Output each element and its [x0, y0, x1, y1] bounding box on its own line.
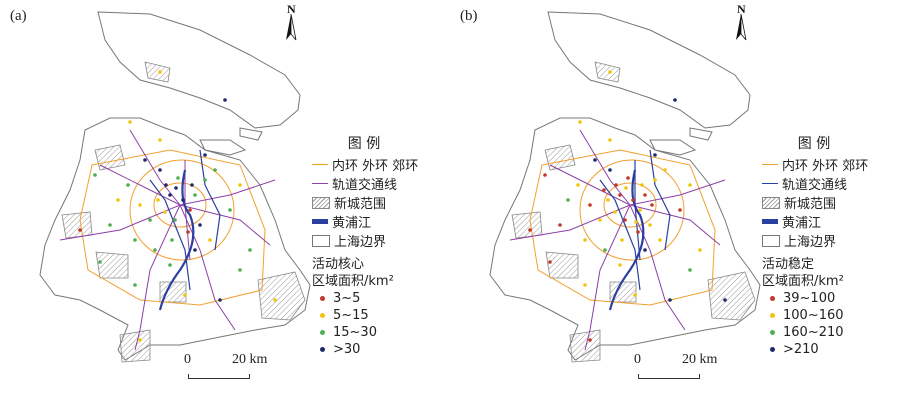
hatch-icon: [762, 196, 780, 209]
river-icon: [762, 219, 778, 224]
scale-line: [638, 374, 700, 379]
class-label: 5~15: [333, 308, 369, 323]
class-item: >210: [770, 341, 900, 358]
class-item: 5~15: [320, 307, 452, 324]
legend-label: 新城范围: [334, 197, 387, 212]
legend-label: 内环 外环 郊环: [782, 159, 869, 174]
scale-bar: 0 20 km: [634, 352, 744, 382]
dot-icon: [320, 330, 325, 335]
legend-item: 内环 外环 郊环: [312, 155, 452, 174]
legend-label: 黄浦江: [782, 216, 822, 231]
chongming-island: [97, 11, 301, 129]
legend-title: 图 例: [797, 136, 831, 152]
dot-icon: [770, 313, 775, 318]
border-icon: [762, 234, 780, 247]
class-label: >30: [333, 342, 361, 357]
blue-line-icon: [762, 183, 778, 184]
scale-line: [188, 374, 250, 379]
class-label: 100~160: [783, 308, 844, 323]
orange-line-icon: [312, 164, 328, 165]
class-label: 3~5: [333, 291, 361, 306]
legend-label: 新城范围: [784, 197, 837, 212]
class-label: 160~210: [783, 325, 844, 340]
shanghai-boundary: [39, 117, 311, 361]
class-title: 活动稳定: [762, 257, 815, 272]
scale-end: 20 km: [682, 352, 718, 367]
legend-label: 内环 外环 郊环: [332, 159, 419, 174]
dot-icon: [320, 296, 325, 301]
class-label: 39~100: [783, 291, 836, 306]
river-icon: [312, 219, 328, 224]
north-label: N: [737, 2, 746, 16]
class-item: 15~30: [320, 324, 452, 341]
hatch-icon: [312, 196, 330, 209]
dot-icon: [320, 347, 325, 352]
class-item: 100~160: [770, 307, 900, 324]
north-arrow-icon: N: [278, 2, 304, 42]
shanghai-map: [39, 11, 311, 363]
class-item: >30: [320, 341, 452, 358]
class-title: 区域面积/km²: [762, 274, 844, 289]
scale-bar: 0 20 km: [184, 352, 294, 382]
legend-item: 新城范围: [762, 193, 900, 212]
class-item: 3~5: [320, 290, 452, 307]
legend-item: 内环 外环 郊环: [762, 155, 900, 174]
class-item: 39~100: [770, 290, 900, 307]
legend-label: 轨道交通线: [332, 178, 398, 193]
class-label: >210: [783, 342, 819, 357]
class-legend: 活动核心 区域面积/km² 3~5 5~15 15~30 >30: [312, 256, 452, 358]
shanghai-map: [489, 11, 761, 363]
chongming-island: [547, 11, 751, 129]
legend-label: 上海边界: [334, 235, 387, 250]
legend: 图 例 内环 外环 郊环 轨道交通线 新城范围 黄浦江 上海边界 活动稳定 区域…: [762, 133, 900, 358]
class-title: 活动核心: [312, 257, 365, 272]
legend-label: 轨道交通线: [782, 178, 848, 193]
class-label: 15~30: [333, 325, 377, 340]
map-panel-a: (a) N: [10, 2, 452, 382]
class-item: 160~210: [770, 324, 900, 341]
legend-title: 图 例: [347, 136, 381, 152]
legend-item: 上海边界: [312, 231, 452, 250]
border-icon: [312, 234, 330, 247]
class-legend: 活动稳定 区域面积/km² 39~100 100~160 160~210 >21…: [762, 256, 900, 358]
legend-item: 轨道交通线: [312, 174, 452, 193]
north-label: N: [287, 2, 296, 16]
dot-icon: [770, 296, 775, 301]
panel-label: (b): [460, 8, 478, 24]
scale-end: 20 km: [232, 352, 268, 367]
purple-line-icon: [312, 183, 328, 184]
north-arrow-icon: N: [728, 2, 754, 42]
legend-label: 黄浦江: [332, 216, 372, 231]
dot-icon: [770, 347, 775, 352]
orange-line-icon: [762, 164, 778, 165]
legend-item: 轨道交通线: [762, 174, 900, 193]
legend-item: 黄浦江: [762, 212, 900, 231]
legend-item: 上海边界: [762, 231, 900, 250]
panel-label: (a): [10, 8, 27, 24]
legend-item: 黄浦江: [312, 212, 452, 231]
scale-start: 0: [184, 352, 191, 367]
legend-item: 新城范围: [312, 193, 452, 212]
class-title: 区域面积/km²: [312, 274, 394, 289]
map-panel-b: (b) N: [450, 0, 900, 404]
dot-icon: [770, 330, 775, 335]
scale-start: 0: [634, 352, 641, 367]
legend-label: 上海边界: [784, 235, 837, 250]
dot-icon: [320, 313, 325, 318]
legend: 图 例 内环 外环 郊环 轨道交通线 新城范围 黄浦江 上海边界 活动核心 区域…: [312, 133, 452, 358]
shanghai-boundary: [489, 117, 761, 361]
